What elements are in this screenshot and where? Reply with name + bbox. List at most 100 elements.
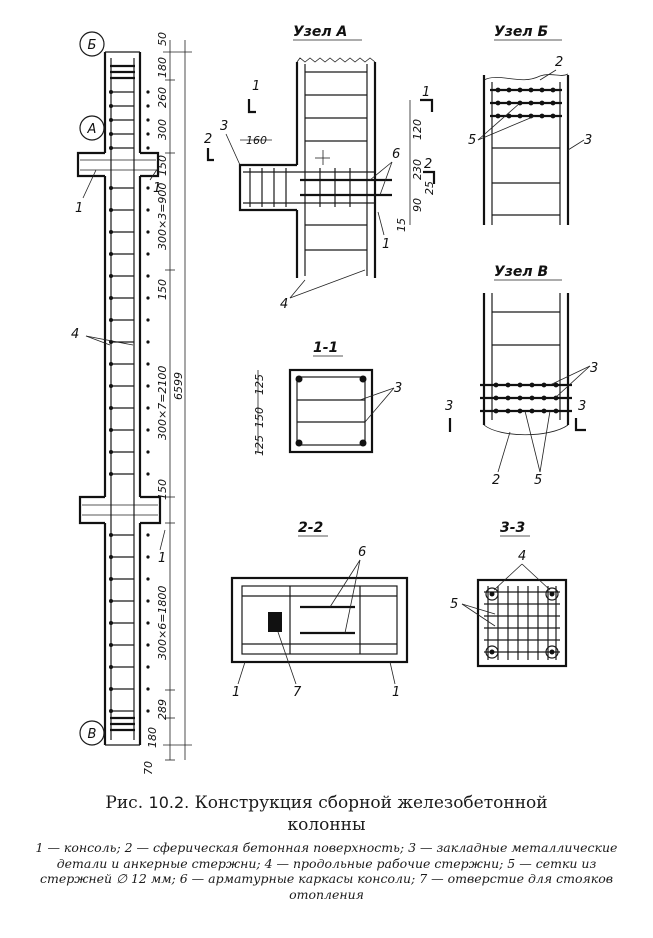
- dim-180-bottom: 180: [146, 727, 159, 748]
- rebar-dot: [109, 274, 113, 278]
- dim-289: 289: [156, 699, 169, 720]
- rebar-dot: [109, 104, 113, 108]
- dim-300x3-900: 300×3=900: [156, 183, 169, 250]
- node-a-sec-2-left: 2: [204, 132, 212, 147]
- callout-4-elev: 4: [71, 327, 79, 342]
- node-a-sec-1-right: 1: [422, 85, 430, 100]
- rebar-dot: [517, 113, 523, 119]
- rebar-dot: [146, 104, 150, 108]
- rebar-dot: [109, 599, 113, 603]
- dim-125-top: 125: [253, 374, 266, 395]
- rebar-dot: [146, 450, 150, 454]
- rebar-dot: [146, 533, 150, 537]
- rebar-dot: [495, 113, 501, 119]
- dim-150-mid: 150: [253, 407, 266, 428]
- rebar-dot: [528, 100, 534, 106]
- rebar-dot: [493, 408, 499, 414]
- node-v-callout-5: 5: [534, 473, 542, 488]
- node-b-callout-5: 5: [468, 133, 476, 148]
- rebar-dot: [539, 87, 545, 93]
- node-a-callout-3: 3: [220, 119, 228, 134]
- rebar-dot: [146, 296, 150, 300]
- rebar-dot: [529, 408, 535, 414]
- node-a-callout-6: 6: [392, 147, 400, 162]
- console-lower: [78, 495, 162, 525]
- callout-1-elev-right: 1: [153, 181, 161, 196]
- dim-230: 230: [411, 159, 424, 180]
- rebar-dot: [146, 274, 150, 278]
- rebar-dot: [517, 395, 523, 401]
- rebar-dot: [529, 395, 535, 401]
- dim-50: 50: [156, 32, 169, 46]
- dim-90: 90: [411, 198, 424, 212]
- caption-title-line1: Конструкция сборной железобетонной: [194, 793, 548, 813]
- node-b-detail: Узел Б 2 5 3: [468, 24, 592, 225]
- rebar-dot: [146, 555, 150, 559]
- rebar-dot: [541, 395, 547, 401]
- rebar-dot: [109, 296, 113, 300]
- dim-180-top: 180: [156, 57, 169, 78]
- rebar-dot: [109, 384, 113, 388]
- rebar-dot: [109, 709, 113, 713]
- rebar-dot: [505, 408, 511, 414]
- node-a-callout-4: 4: [280, 297, 288, 312]
- rebar-dot: [109, 577, 113, 581]
- node-v-sec-3-right: 3: [578, 399, 586, 414]
- rebar-dot: [553, 395, 559, 401]
- dim-150-b: 150: [156, 279, 169, 300]
- rebar-dot: [146, 384, 150, 388]
- node-a-detail: Узел А 1 1 2 2: [204, 24, 436, 312]
- axis-v-bottom: В: [79, 720, 105, 746]
- sec-11-title: 1-1: [313, 340, 338, 356]
- rebar-dot: [146, 208, 150, 212]
- rebar-dot: [109, 362, 113, 366]
- rebar-dot: [541, 382, 547, 388]
- rebar-dot: [539, 113, 545, 119]
- rebar-dot: [541, 408, 547, 414]
- console-upper: [76, 151, 160, 178]
- node-v-callout-2: 2: [492, 473, 500, 488]
- rebar-dot: [109, 318, 113, 322]
- callout-1-elev-left: 1: [75, 201, 83, 216]
- rebar-dot: [146, 709, 150, 713]
- rebar-dot: [109, 687, 113, 691]
- figure-legend: 1 — консоль; 2 — сферическая бетонная по…: [35, 840, 618, 902]
- rebar-dot: [109, 208, 113, 212]
- dim-150-c: 150: [156, 479, 169, 500]
- rebar-dot: [146, 665, 150, 669]
- caption-title-line2: колонны: [287, 815, 366, 835]
- sec-22-callout-7: 7: [293, 685, 302, 700]
- rebar-dot: [550, 100, 556, 106]
- rebar-dot: [550, 113, 556, 119]
- rebar-dot: [146, 252, 150, 256]
- sec-22-callout-1-right: 1: [392, 685, 400, 700]
- rebar-dot: [109, 643, 113, 647]
- sec-33-callout-4: 4: [518, 549, 526, 564]
- rebar-dot: [146, 599, 150, 603]
- rebar-dot: [146, 621, 150, 625]
- rebar-dot: [109, 533, 113, 537]
- dim-150-a: 150: [156, 155, 169, 176]
- rebar-dot: [109, 621, 113, 625]
- rebar-dot: [146, 132, 150, 136]
- axis-b-label: Б: [88, 38, 97, 53]
- rebar-dot: [553, 408, 559, 414]
- rebar-dot: [146, 362, 150, 366]
- node-a-sec-1-left: 1: [252, 79, 260, 94]
- rebar-dot: [528, 87, 534, 93]
- rebar-dot: [506, 113, 512, 119]
- dim-300: 300: [156, 119, 169, 140]
- sec-22-callout-6: 6: [358, 545, 366, 560]
- node-a-title: Узел А: [293, 24, 347, 40]
- rebar-dot: [109, 146, 113, 150]
- rebar-dot: [505, 395, 511, 401]
- callout-1-elev-lower: 1: [158, 551, 166, 566]
- figure-caption-title: Рис. 10.2. Конструкция сборной железобет…: [20, 792, 633, 836]
- rebar-dot: [550, 87, 556, 93]
- sec-33-callout-5: 5: [450, 597, 458, 612]
- node-b-callout-2: 2: [555, 55, 563, 70]
- section-2-2: 2-2 6 1 7 1: [230, 520, 409, 700]
- rebar-dot: [495, 87, 501, 93]
- rebar-dot: [146, 90, 150, 94]
- rebar-dot: [493, 382, 499, 388]
